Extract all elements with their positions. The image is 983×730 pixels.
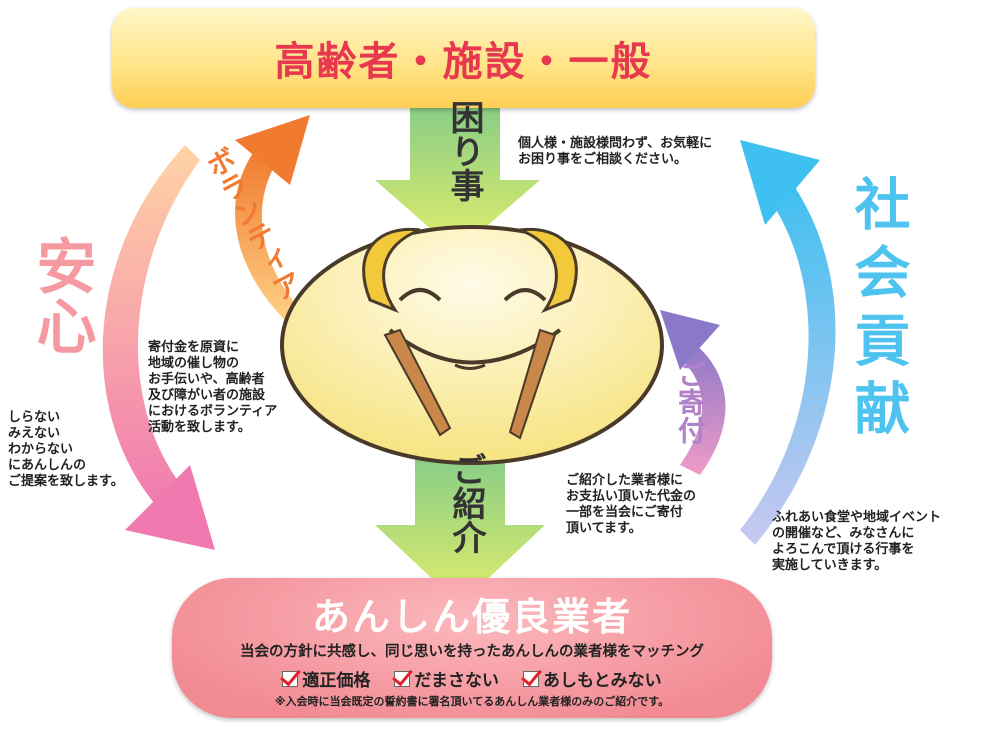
anshin-label: 安心 <box>26 235 96 355</box>
donation-label: ご寄付 <box>674 360 707 444</box>
introduction-arrow <box>375 440 545 605</box>
check-label: だまさない <box>414 671 499 691</box>
social-arrow <box>740 140 836 545</box>
trusted-contractor-panel: あんしん優良業者 当会の方針に共感し、同じ思いを持ったあんしんの業者様をマッチン… <box>172 578 772 718</box>
check-label: 適正価格 <box>302 671 371 691</box>
check-label: あしもとみない <box>543 671 662 691</box>
trouble-arrow <box>375 88 540 252</box>
check-item: あしもとみない <box>523 666 662 691</box>
checkbox-icon <box>394 670 411 687</box>
anshin-note: しらない みえない わからない にあんしんの ご提案を致します。 <box>8 410 124 489</box>
panel-title: あんしん優良業者 <box>311 595 632 639</box>
trouble-label: 困り事 <box>444 100 484 202</box>
trouble-note: 個人様・施設様問わず、お気軽に お困り事をご相談ください。 <box>518 136 713 167</box>
checkbox-icon <box>523 670 539 687</box>
social-note: ふれあい食堂や地域イベント の開催など、みなさんに よろこんで頂ける行事を 実施… <box>772 510 942 573</box>
panel-subtitle: 当会の方針に共感し、同じ思いを持ったあんしんの業者様をマッチング <box>240 644 704 660</box>
donation-note: ご紹介した業者様に お支払い頂いた代金の 一部を当会にご寄付 頂いてます。 <box>566 473 697 536</box>
donation-arrow <box>660 310 726 475</box>
check-list: 適正価格 だまさない あしもとみない <box>172 666 772 691</box>
introduction-label: ご紹介 <box>446 452 486 554</box>
check-item: だまさない <box>394 666 499 691</box>
check-item: 適正価格 <box>282 666 370 691</box>
top-banner: 高齢者・施設・一般 <box>112 8 815 108</box>
panel-footnote: ※入会時に当会既定の誓約書に署名頂いてるあんしん業者様のみのご紹介です。 <box>274 695 670 708</box>
smiley-face-illustration <box>280 225 664 465</box>
volunteer-note: 寄付金を原資に 地域の催し物の お手伝いや、高齢者 及び障がい者の施設 における… <box>148 340 278 435</box>
anshin-arrow <box>102 145 215 550</box>
social-contribution-label: 社会貢献 <box>845 175 910 447</box>
volunteer-arrow <box>235 115 310 330</box>
checkbox-icon <box>282 670 299 687</box>
top-banner-title: 高齢者・施設・一般 <box>274 39 653 85</box>
